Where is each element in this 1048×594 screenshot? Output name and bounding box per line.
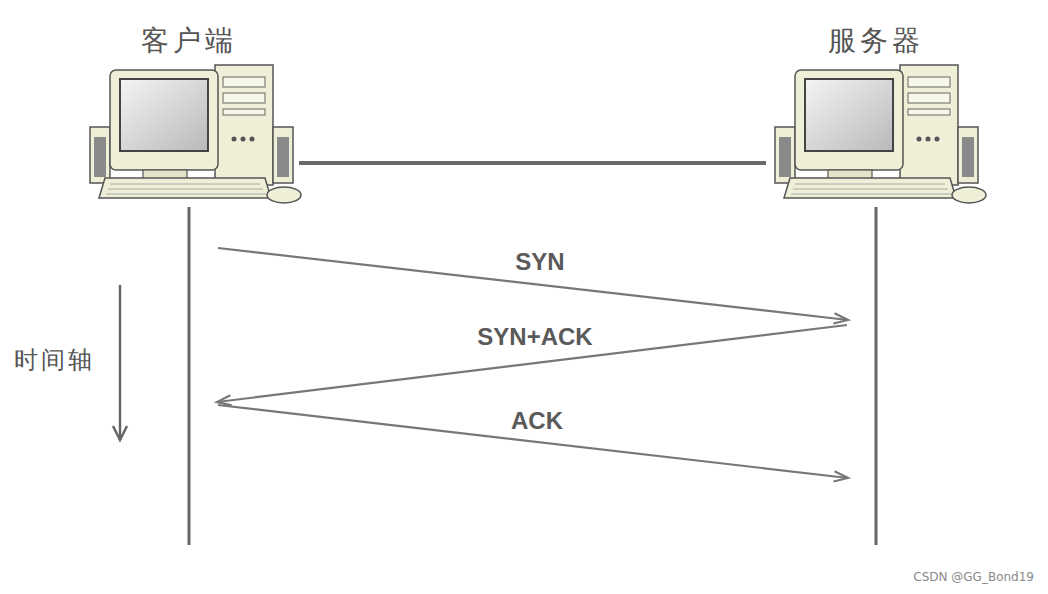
node-label: 客户端 xyxy=(79,24,299,58)
server-computer xyxy=(775,65,986,203)
message-label: ACK xyxy=(507,408,567,434)
connector-line xyxy=(299,161,766,165)
connector-line xyxy=(218,405,848,478)
time-axis-arrow xyxy=(113,285,127,440)
client-lifeline xyxy=(188,207,191,545)
message-label: SYN xyxy=(511,249,568,275)
network-cable xyxy=(299,163,766,164)
watermark: CSDN @GG_Bond19 xyxy=(913,570,1034,584)
client-computer xyxy=(90,65,301,203)
node-label: 服务器 xyxy=(766,24,986,58)
message-arrow xyxy=(218,248,848,324)
axis-label: 时间轴 xyxy=(14,344,95,376)
message-label: SYN+ACK xyxy=(473,324,596,350)
computer-node: 服务器 xyxy=(766,24,986,210)
message-arrow xyxy=(218,405,848,481)
arrowhead xyxy=(833,471,848,481)
arrowhead xyxy=(833,313,848,323)
arrowhead xyxy=(217,395,232,405)
connector-line xyxy=(218,248,848,320)
computer-node: 客户端 xyxy=(79,24,299,210)
server-lifeline xyxy=(875,207,878,545)
